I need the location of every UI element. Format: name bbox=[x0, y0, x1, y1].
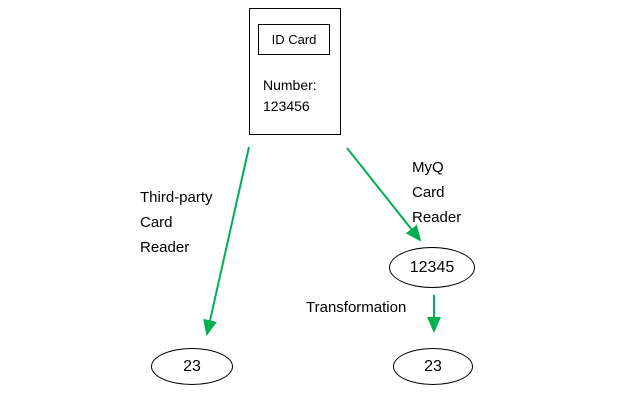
id-card-box: ID Card Number: 123456 bbox=[249, 8, 341, 135]
myq-label-line-3: Reader bbox=[412, 209, 462, 226]
card-number-label: Number: bbox=[263, 77, 317, 93]
myq-card-number-node: 12345 bbox=[389, 247, 475, 288]
id-card-number-block: Number: 123456 bbox=[263, 75, 317, 117]
third-party-label-line-1: Third-party bbox=[140, 189, 213, 206]
arrow-third-party-reader bbox=[203, 146, 250, 336]
myq-label-line-1: MyQ bbox=[412, 159, 444, 176]
third-party-number-value: 23 bbox=[183, 357, 201, 375]
third-party-reader-label: Third-party Card Reader bbox=[140, 185, 213, 260]
card-number-value: 123456 bbox=[263, 98, 310, 114]
myq-reader-label: MyQ Card Reader bbox=[412, 155, 461, 230]
id-card-title-box: ID Card bbox=[258, 24, 330, 55]
myq-label-line-2: Card bbox=[412, 184, 445, 201]
third-party-label-line-3: Reader bbox=[140, 239, 190, 256]
transformation-label: Transformation bbox=[306, 299, 407, 316]
arrow-myq-reader bbox=[346, 147, 422, 242]
transformed-number-node: 23 bbox=[393, 348, 473, 385]
myq-card-number-value: 12345 bbox=[409, 258, 455, 276]
transformed-number-value: 23 bbox=[424, 357, 442, 375]
third-party-number-node: 23 bbox=[151, 348, 233, 385]
third-party-label-line-2: Card bbox=[140, 214, 173, 231]
id-card-title: ID Card bbox=[271, 32, 317, 47]
